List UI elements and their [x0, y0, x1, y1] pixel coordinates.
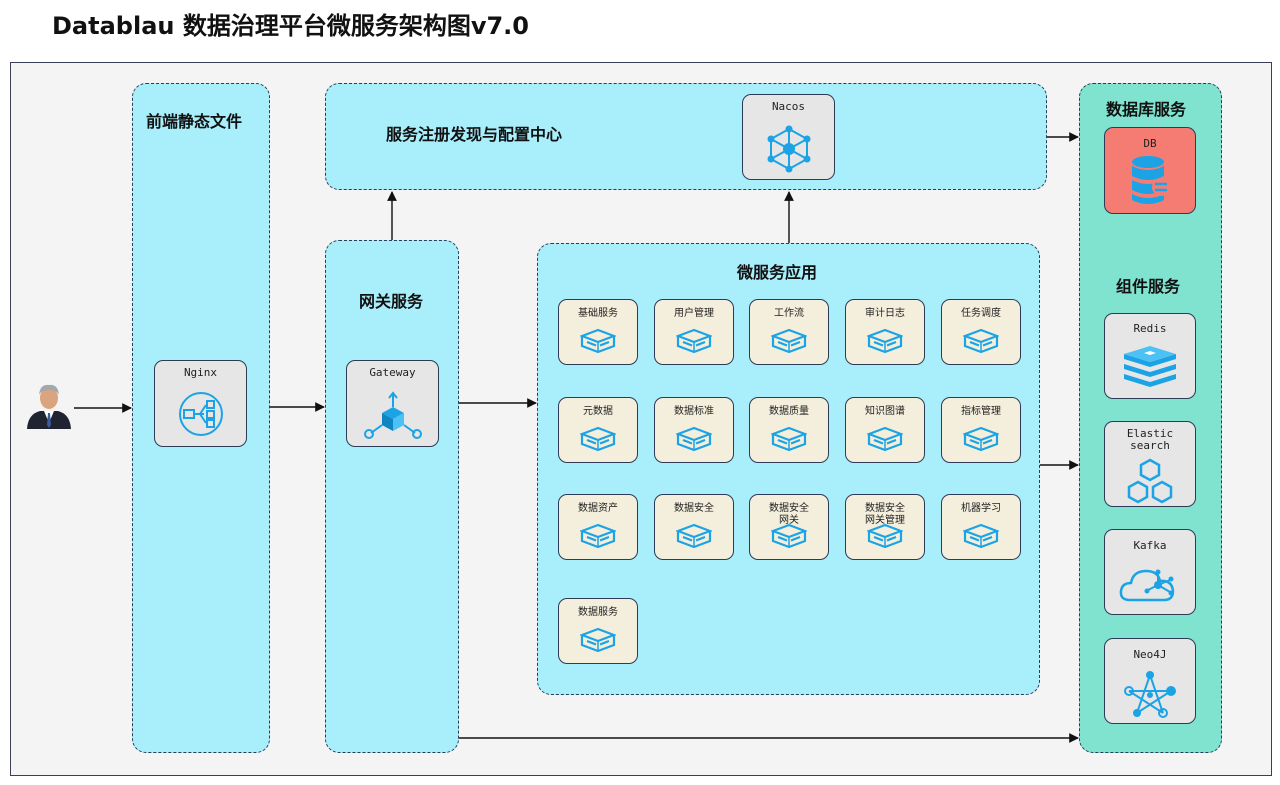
user-avatar-icon	[24, 381, 74, 429]
load-balancer-icon	[176, 391, 226, 441]
server-module-icon	[578, 627, 618, 657]
redis-label: Redis	[1133, 322, 1167, 335]
kafka-label: Kafka	[1133, 539, 1167, 552]
server-module-icon	[769, 523, 809, 553]
service-card[interactable]: 知识图谱	[845, 397, 925, 463]
nacos-node[interactable]: Nacos	[742, 94, 835, 180]
service-card-label: 工作流	[774, 308, 804, 319]
db-label: DB	[1143, 137, 1157, 150]
components-zone-label: 组件服务	[1116, 277, 1181, 296]
service-card[interactable]: 审计日志	[845, 299, 925, 365]
neo4j-node[interactable]: Neo4J	[1104, 638, 1196, 724]
nacos-label: Nacos	[771, 100, 806, 113]
service-card[interactable]: 机器学习	[941, 494, 1021, 560]
server-module-icon	[578, 523, 618, 553]
service-card-label: 用户管理	[674, 308, 714, 319]
service-card[interactable]: 基础服务	[558, 299, 638, 365]
service-card-label: 基础服务	[578, 308, 618, 319]
service-card-label: 数据资产	[578, 503, 618, 514]
server-module-icon	[674, 523, 714, 553]
gateway-label: Gateway	[369, 366, 416, 379]
server-module-icon	[578, 328, 618, 358]
elasticsearch-label: Elastic search	[1126, 427, 1174, 452]
service-card-label: 数据安全	[674, 503, 714, 514]
service-card-label: 任务调度	[961, 308, 1001, 319]
service-card-label: 指标管理	[961, 406, 1001, 417]
service-card-label: 审计日志	[865, 308, 905, 319]
server-module-icon	[769, 328, 809, 358]
service-card-label: 知识图谱	[865, 406, 905, 417]
service-card-label: 数据安全 网关	[769, 503, 809, 526]
redis-node[interactable]: Redis	[1104, 313, 1196, 399]
gateway-zone	[325, 240, 459, 753]
service-card[interactable]: 元数据	[558, 397, 638, 463]
hexagon-cluster-icon	[1122, 458, 1178, 510]
service-card[interactable]: 数据服务	[558, 598, 638, 664]
graph-nodes-icon	[1121, 669, 1179, 723]
service-card-label: 数据标准	[674, 406, 714, 417]
service-card[interactable]: 任务调度	[941, 299, 1021, 365]
server-module-icon	[674, 328, 714, 358]
service-card[interactable]: 数据资产	[558, 494, 638, 560]
server-module-icon	[769, 426, 809, 456]
service-card[interactable]: 数据安全 网关	[749, 494, 829, 560]
service-card[interactable]: 工作流	[749, 299, 829, 365]
service-card[interactable]: 数据标准	[654, 397, 734, 463]
registry-zone	[325, 83, 1047, 190]
service-card[interactable]: 数据安全	[654, 494, 734, 560]
server-module-icon	[865, 523, 905, 553]
nginx-label: Nginx	[183, 366, 218, 379]
page-title: Datablau 数据治理平台微服务架构图v7.0	[52, 12, 529, 40]
gateway-node[interactable]: Gateway	[346, 360, 439, 447]
service-card-label: 数据质量	[769, 406, 809, 417]
db-node[interactable]: DB	[1104, 127, 1196, 214]
gateway-cube-icon	[362, 389, 424, 445]
microservices-zone-label: 微服务应用	[737, 263, 818, 282]
layers-stack-icon	[1120, 344, 1180, 394]
service-card-label: 数据服务	[578, 607, 618, 618]
service-card-label: 数据安全 网关管理	[865, 503, 905, 526]
service-card[interactable]: 用户管理	[654, 299, 734, 365]
service-card-label: 机器学习	[961, 503, 1001, 514]
network-hub-icon	[763, 123, 815, 179]
gateway-zone-label: 网关服务	[359, 292, 424, 311]
service-card[interactable]: 指标管理	[941, 397, 1021, 463]
database-icon	[1128, 154, 1172, 212]
cloud-network-icon	[1118, 562, 1182, 610]
server-module-icon	[961, 523, 1001, 553]
registry-zone-label: 服务注册发现与配置中心	[386, 125, 563, 144]
kafka-node[interactable]: Kafka	[1104, 529, 1196, 615]
service-card[interactable]: 数据安全 网关管理	[845, 494, 925, 560]
elasticsearch-node[interactable]: Elastic search	[1104, 421, 1196, 507]
neo4j-label: Neo4J	[1133, 648, 1167, 661]
service-card-label: 元数据	[583, 406, 613, 417]
server-module-icon	[961, 426, 1001, 456]
service-card[interactable]: 数据质量	[749, 397, 829, 463]
database-zone-label: 数据库服务	[1106, 100, 1187, 119]
server-module-icon	[674, 426, 714, 456]
server-module-icon	[578, 426, 618, 456]
server-module-icon	[865, 426, 905, 456]
server-module-icon	[961, 328, 1001, 358]
nginx-node[interactable]: Nginx	[154, 360, 247, 447]
frontend-zone-label: 前端静态文件	[146, 112, 243, 131]
server-module-icon	[865, 328, 905, 358]
